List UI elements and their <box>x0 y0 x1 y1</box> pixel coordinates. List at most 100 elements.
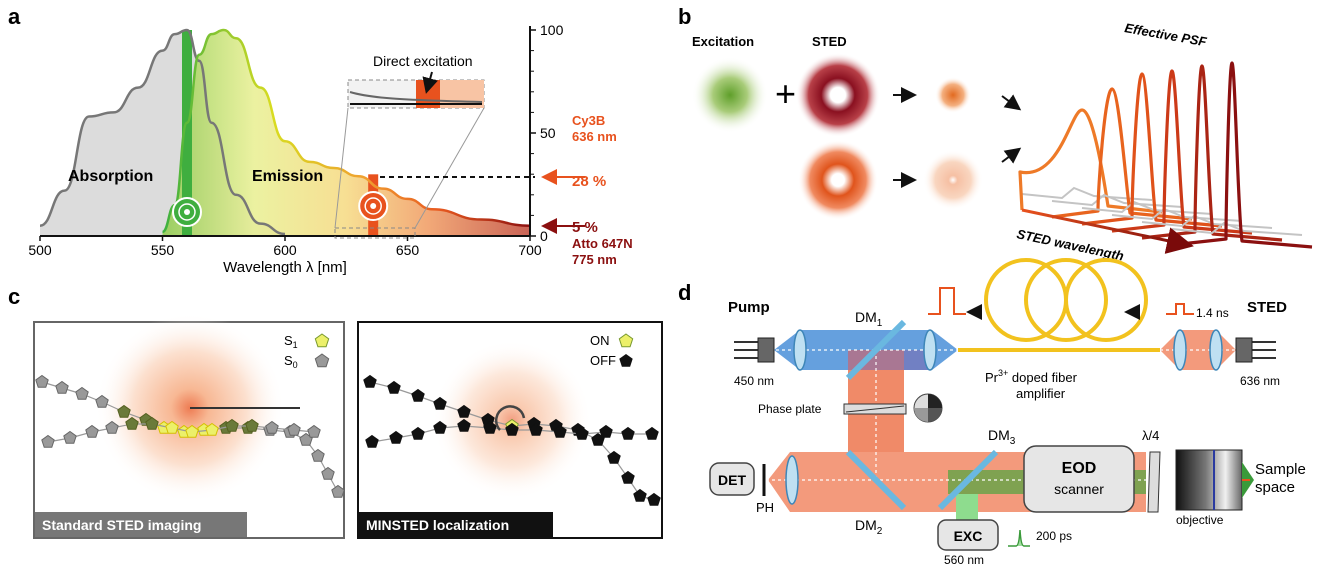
fluorophore-off <box>387 380 401 394</box>
standard-sted-chains <box>35 374 345 498</box>
eod-label: EOD <box>1062 460 1097 477</box>
fluorophore-off <box>575 426 589 440</box>
emission-line <box>161 28 531 234</box>
lenses <box>785 329 1223 505</box>
s1-legend-marker <box>314 333 330 348</box>
fluorophore-s0-dim <box>125 416 139 430</box>
psf-baseline <box>1021 186 1153 201</box>
fluorophore-s0 <box>63 430 77 444</box>
fluorophore-s0-dim <box>117 404 131 418</box>
det-label: DET <box>718 472 746 488</box>
fluorophore-off <box>411 426 425 440</box>
fluorophore-s1 <box>185 424 199 438</box>
s0-label: S0 <box>284 353 298 370</box>
exc-wavelength: 560 nm <box>944 553 984 567</box>
fluorophore-s0 <box>41 434 55 448</box>
eod-scanner <box>1023 445 1135 513</box>
atto-percent: 5 % <box>572 219 598 236</box>
pump-laser <box>734 337 775 363</box>
x-tick-label: 550 <box>151 242 175 258</box>
dichroic-mirror-3 <box>937 449 999 511</box>
fluorophore-s1 <box>205 422 219 436</box>
x-tick-label: 700 <box>518 242 542 258</box>
on-legend-marker <box>618 333 634 348</box>
fluorophore-off <box>363 374 377 388</box>
fluorophore-off <box>621 426 635 440</box>
fluorophore-off <box>529 422 543 436</box>
pinhole-label: PH <box>756 500 774 515</box>
fluorophore-off <box>621 470 635 484</box>
fluorophore-off <box>365 434 379 448</box>
sample-space-line1: Sample <box>1255 461 1306 478</box>
x-tick-label: 500 <box>28 242 52 258</box>
psf-curve <box>1171 61 1313 249</box>
dm2-label: DM2 <box>855 517 883 537</box>
x-tick-label: 650 <box>396 242 420 258</box>
fluorophore-off <box>389 430 403 444</box>
cy3b-percent: 28 % <box>572 173 606 190</box>
quarter-wave-plate <box>1147 451 1161 513</box>
fluorophore-s0 <box>331 484 345 498</box>
fluorophore-off <box>411 388 425 402</box>
objective <box>1175 449 1243 511</box>
fluorophore-off <box>607 450 621 464</box>
atto-wavelength: 775 nm <box>572 252 617 267</box>
psf-baseline <box>1081 200 1213 215</box>
cy3b-wavelength: 636 nm <box>572 129 617 144</box>
fiber-label-line1: Pr3+ doped fiber <box>985 368 1078 385</box>
psf-baseline <box>1171 221 1303 236</box>
quarter-wave-label: λ/4 <box>1142 428 1159 443</box>
psf-baseline <box>1051 193 1183 208</box>
fluorophore-s0-dim <box>145 416 159 430</box>
scanner-label: scanner <box>1054 481 1104 497</box>
excitation-spot-icon-center <box>184 209 190 215</box>
panel-d: d Pump STED 1.4 ns <box>678 258 1306 567</box>
excitation-label: Excitation <box>692 34 754 49</box>
x-axis-label: Wavelength λ [nm] <box>223 259 347 276</box>
absorption-line <box>39 28 286 236</box>
minsted-label: MINSTED localization <box>366 517 509 533</box>
panel-b: b Excitation STED + Effective PSF STED w… <box>678 4 1313 264</box>
dichroic-mirror-1 <box>845 319 907 381</box>
panel-c: c Standard STED imaging S1 S0 MINSTED lo… <box>8 284 663 539</box>
inset-label: Direct excitation <box>373 53 473 69</box>
off-label: OFF <box>590 353 616 368</box>
excitation-bar <box>182 30 192 236</box>
minsted-label-box <box>359 512 553 537</box>
fluorophore-off <box>457 418 471 432</box>
excitation-spot-icon-ring <box>178 203 196 221</box>
fluorophore-s0 <box>95 394 109 408</box>
sted-label: STED <box>812 34 847 49</box>
panel-label-b: b <box>678 4 691 29</box>
excitation-psf <box>692 57 768 133</box>
fluorophore-off <box>599 424 613 438</box>
psf-curve <box>1141 64 1283 242</box>
emission-label: Emission <box>252 168 323 185</box>
exc-pulse-duration: 200 ps <box>1036 529 1072 543</box>
fluorophore-s0 <box>287 422 301 436</box>
effective-psf-large <box>923 150 983 210</box>
fluorophore-s0 <box>75 386 89 400</box>
effective-psf-plot <box>1018 61 1313 249</box>
x-tick-label: 600 <box>273 242 297 258</box>
cy3b-name: Cy3B <box>572 113 605 128</box>
sted-donut-orange <box>798 140 878 220</box>
emission-area <box>162 30 530 236</box>
effective-psf-label: Effective PSF <box>1123 20 1208 49</box>
dm3-label: DM3 <box>988 427 1016 447</box>
excitation-laser <box>937 519 999 551</box>
fluorophore-s0 <box>55 380 69 394</box>
pump-label: Pump <box>728 299 770 316</box>
absorption-label: Absorption <box>68 168 153 185</box>
plus-sign: + <box>775 73 796 114</box>
fluorophore-s0 <box>105 420 119 434</box>
objective-label: objective <box>1176 513 1224 527</box>
psf-curve <box>1051 87 1193 221</box>
panel-label-d: d <box>678 280 691 305</box>
sted-donut-red <box>796 53 880 137</box>
fluorophore-s0 <box>85 424 99 438</box>
fluorophore-off <box>433 396 447 410</box>
off-legend-marker <box>619 354 633 367</box>
sted-source-label: STED <box>1247 299 1287 316</box>
